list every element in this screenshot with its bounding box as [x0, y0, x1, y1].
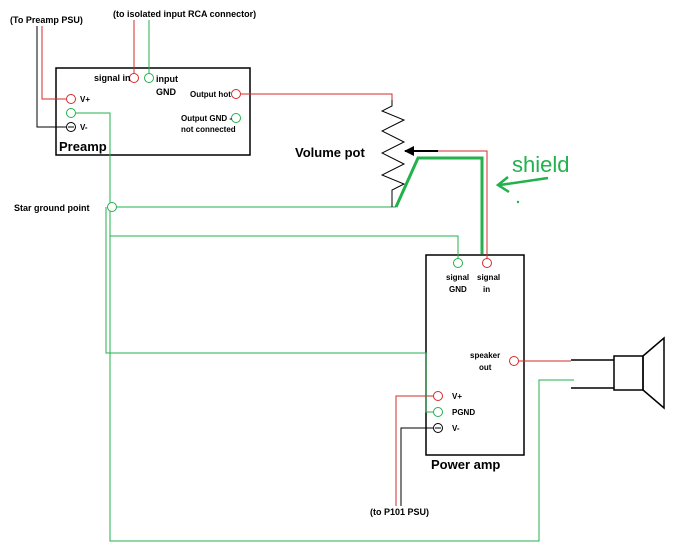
speaker-out-label-line1: speaker	[470, 351, 500, 360]
speaker-magnet	[613, 355, 644, 391]
preamp-title: Preamp	[59, 139, 107, 154]
preamp-input-gnd-label: GND	[156, 87, 177, 97]
amp-pgnd-terminal	[433, 407, 443, 417]
preamp-input-label: input	[156, 74, 178, 84]
preamp-ground-to-star-wire	[76, 112, 111, 207]
speaker-out-label-line2: out	[479, 363, 492, 372]
volume-pot-label: Volume pot	[295, 145, 365, 160]
amp-vplus-terminal	[433, 391, 443, 401]
output-gnd-label-line2: not connected	[181, 125, 236, 134]
shield-dot	[516, 200, 520, 204]
preamp-output-gnd-terminal	[231, 113, 241, 123]
speaker-cone-icon	[642, 336, 665, 410]
preamp-psu-label: (To Preamp PSU)	[10, 15, 83, 25]
amp-pgnd-label: PGND	[452, 408, 475, 417]
preamp-box	[55, 67, 251, 156]
pot-wiper-arrow-icon	[404, 146, 414, 156]
amp-vplus-label: V+	[452, 392, 462, 401]
p101-psu-label: (to P101 PSU)	[370, 507, 429, 517]
star-ground-label: Star ground point	[14, 203, 90, 213]
star-to-amp-signal-gnd-wire	[109, 207, 459, 260]
star-to-pgnd-wire	[105, 207, 442, 413]
preamp-output-hot-terminal	[231, 89, 241, 99]
preamp-signal-in-label: signal in	[94, 73, 131, 83]
rca-connector-label: (to isolated input RCA connector)	[113, 9, 256, 19]
amp-speaker-out-terminal	[509, 356, 519, 366]
preamp-psu-vplus-wire	[41, 26, 66, 100]
shield-conductor	[394, 156, 484, 254]
preamp-psu-vminus-wire	[36, 26, 66, 128]
volume-pot-resistor	[380, 100, 406, 207]
amp-signal-gnd-terminal	[453, 258, 463, 268]
shield-pointer-line	[499, 176, 549, 187]
amp-signal-gnd-label-line2: GND	[449, 285, 467, 294]
shield-pointer-arrowhead	[495, 176, 510, 194]
star-ground-terminal	[107, 202, 117, 212]
amp-signal-gnd-label-line1: signal	[446, 273, 469, 282]
preamp-gnd-terminal	[66, 108, 76, 118]
amp-signal-in-label-line2: in	[483, 285, 490, 294]
preamp-signal-in-terminal	[129, 73, 139, 83]
preamp-vminus-label: V-	[80, 123, 88, 132]
output-hot-label: Output hot	[190, 90, 231, 99]
amp-signal-in-terminal	[482, 258, 492, 268]
preamp-vplus-terminal	[66, 94, 76, 104]
star-to-speaker-wire	[109, 211, 574, 542]
amp-vminus-label: V-	[452, 424, 460, 433]
preamp-input-gnd-terminal	[144, 73, 154, 83]
amp-signal-in-label-line1: signal	[477, 273, 500, 282]
amp-psu-vplus-wire	[395, 395, 434, 506]
wiper-signal-wire	[438, 150, 488, 260]
output-hot-wire	[241, 93, 393, 100]
preamp-vplus-label: V+	[80, 95, 90, 104]
output-gnd-label-line1: Output GND -	[181, 114, 232, 123]
power-amp-title: Power amp	[431, 457, 500, 472]
amp-psu-vminus-wire	[400, 427, 434, 506]
shield-label: shield	[512, 152, 569, 177]
